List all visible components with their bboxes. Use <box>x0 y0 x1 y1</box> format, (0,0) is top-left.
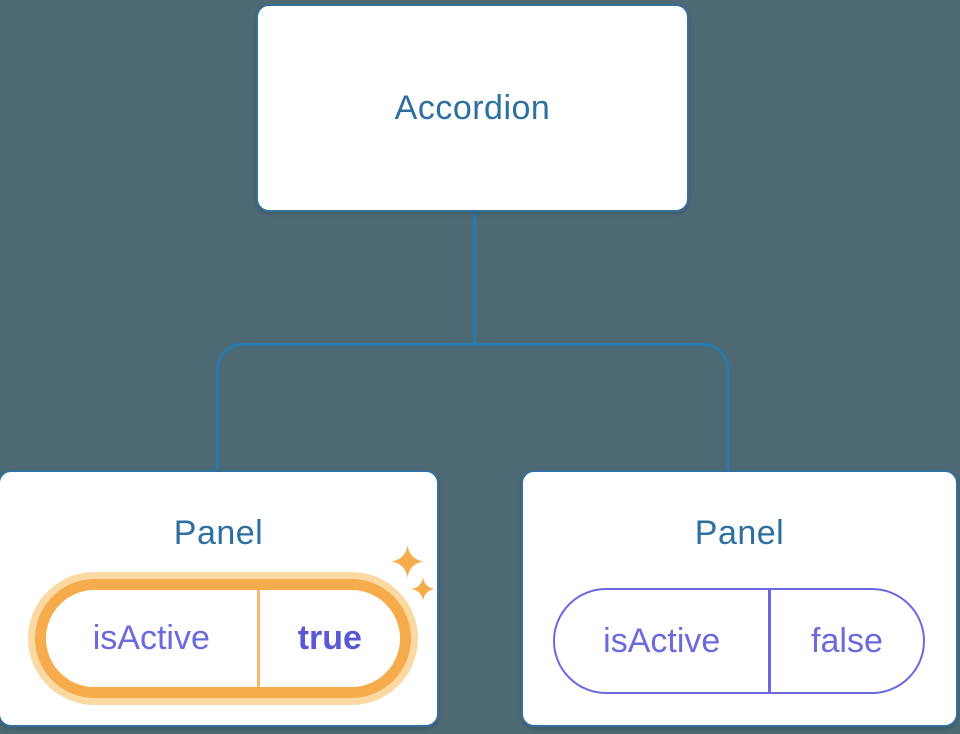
panel-title: Panel <box>694 514 785 552</box>
sparkle-icon <box>411 577 435 601</box>
state-pill-highlight-ring: isActive true <box>35 579 411 698</box>
pill-divider <box>256 590 260 687</box>
state-key-label: isActive <box>603 621 721 660</box>
connector-branch-line <box>216 343 729 471</box>
sparkle-icon <box>391 545 424 578</box>
state-pill-highlighted: isActive true <box>28 572 418 705</box>
panel-title: Panel <box>173 514 264 552</box>
pill-divider <box>768 590 771 692</box>
connector-trunk-line <box>473 211 476 344</box>
state-value-label: true <box>297 619 362 657</box>
state-value-label: false <box>811 621 883 660</box>
accordion-node: Accordion <box>256 4 689 212</box>
accordion-label: Accordion <box>394 88 551 127</box>
state-key-label: isActive <box>92 619 210 657</box>
state-pill-body: isActive true <box>46 590 400 687</box>
state-pill-plain: isActive false <box>553 588 925 694</box>
